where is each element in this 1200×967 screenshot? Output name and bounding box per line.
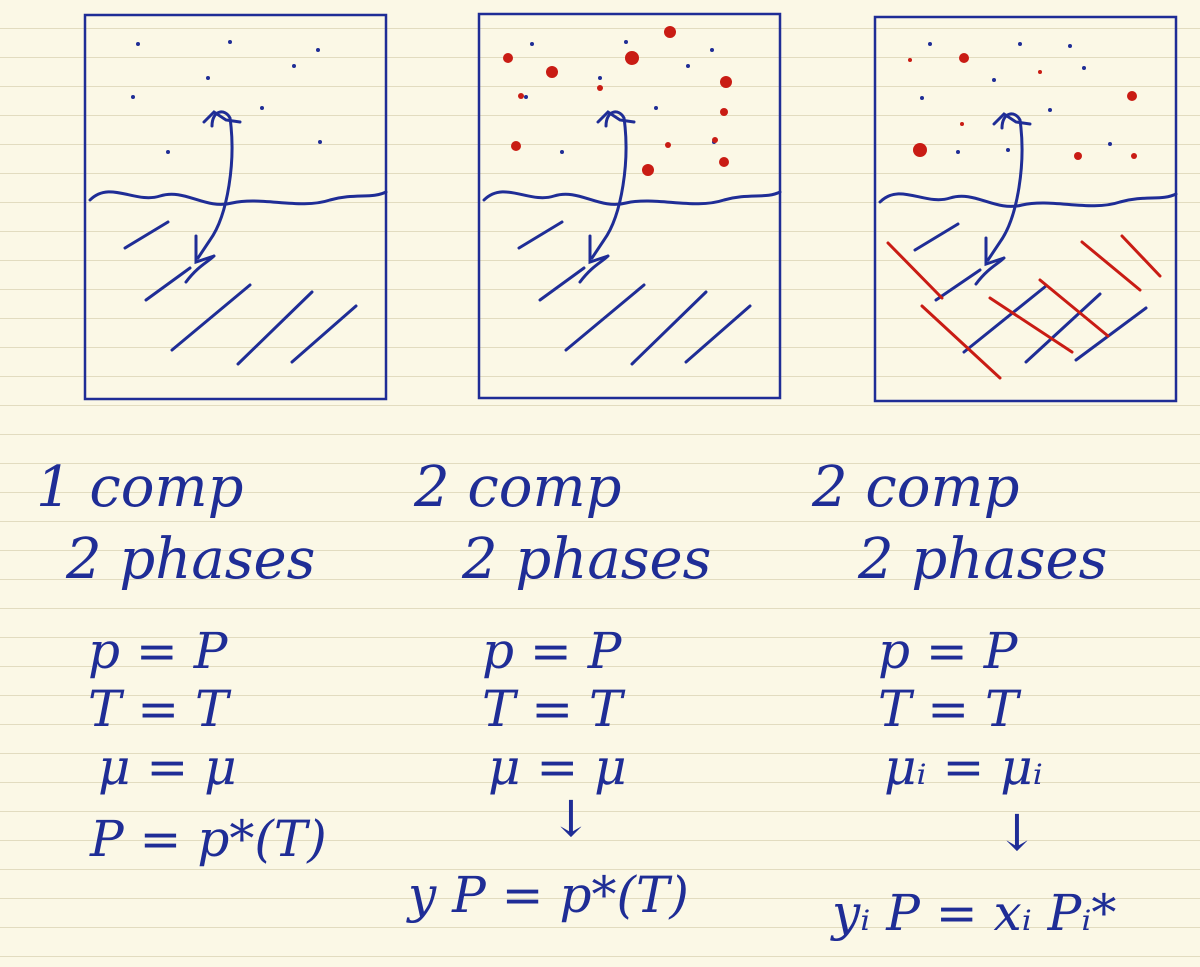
panel-1-eq2: T = T	[88, 680, 232, 738]
panel-3-exchange-arrow	[986, 112, 1024, 262]
panel-1-liquid-hatch	[123, 220, 358, 366]
panel-2-interface	[482, 190, 782, 206]
panel-3-eq3: μᵢ = μᵢ	[884, 738, 1043, 796]
panel-1-box	[83, 13, 388, 401]
panel-2-eq2: T = T	[482, 680, 626, 738]
panel-1-eq1: p = P	[88, 622, 229, 680]
panel-1-eq3: μ = μ	[98, 738, 237, 796]
panel-3-arrow: ↓	[996, 804, 1038, 862]
panel-3-eq5: yᵢ P = xᵢ Pᵢ*	[830, 884, 1116, 942]
panel-2-eq3: μ = μ	[488, 738, 627, 796]
panel-3-vapor-dots	[920, 42, 1112, 154]
panel-3-liquid-hatch-blue	[913, 222, 1148, 364]
panel-2-box	[477, 12, 782, 400]
panel-2-eq1: p = P	[482, 622, 623, 680]
panel-1-line1: 1 comp	[36, 455, 243, 520]
panel-2-vapor-dots	[524, 40, 716, 154]
panel-1-vapor-dots	[131, 40, 322, 154]
panel-2-line1: 2 comp	[413, 455, 621, 520]
panel-1-line2: 2 phases	[65, 527, 315, 592]
panel-3-liquid-hatch-red	[886, 234, 1162, 380]
panel-3-eq1: p = P	[878, 622, 1019, 680]
panel-2-line2: 2 phases	[461, 527, 711, 592]
panel-2-red-molecules	[503, 26, 732, 176]
panel-3-eq2: T = T	[878, 680, 1022, 738]
panel-2-exchange-arrow	[590, 110, 628, 260]
panel-3-line2: 2 phases	[857, 527, 1107, 592]
panel-3-interface	[878, 192, 1178, 208]
panel-2-eq5: y P = p*(T)	[406, 866, 689, 924]
panel-1-interface	[88, 190, 388, 206]
panel-2-arrow: ↓	[550, 790, 592, 848]
panel-3-line1: 2 comp	[811, 455, 1019, 520]
panel-1-exchange-arrow	[196, 110, 234, 260]
panel-1-eq4: P = p*(T)	[89, 810, 327, 868]
panel-3-red-molecules	[908, 53, 1137, 160]
panel-3-box	[873, 15, 1178, 403]
panel-2-liquid-hatch	[517, 220, 752, 366]
